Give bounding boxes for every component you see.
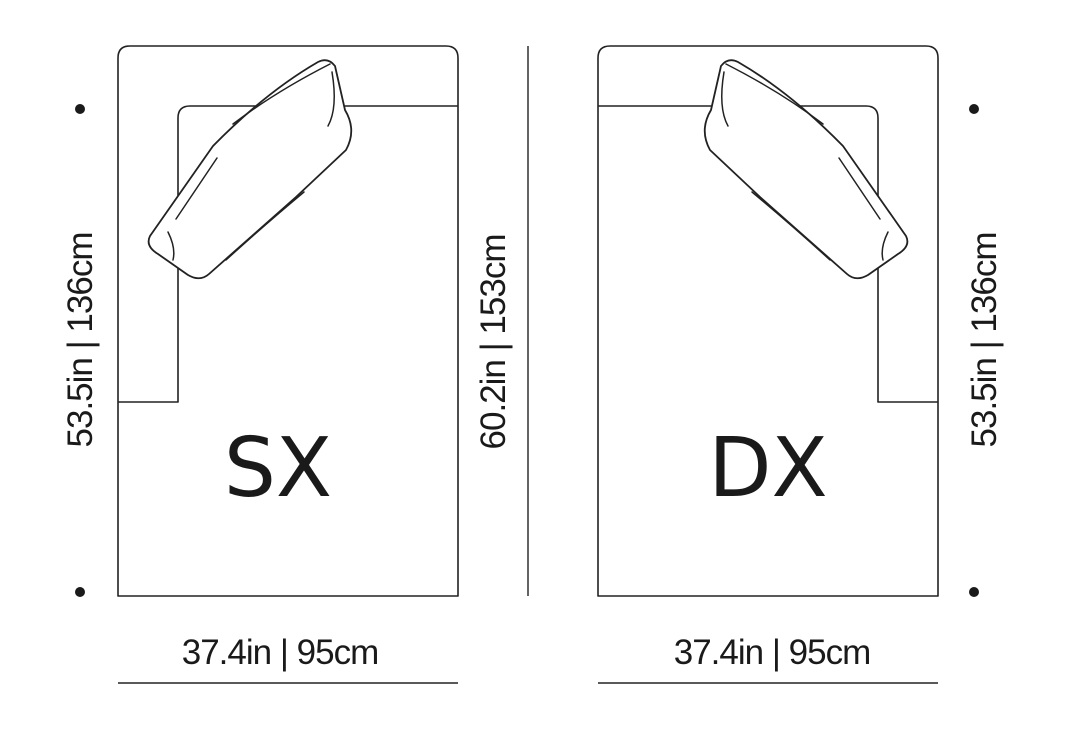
dx-depth-bottom-dot: [969, 587, 979, 597]
dx-width-dimension: 37.4in | 95cm: [674, 633, 871, 672]
overall-depth-group: 60.2in | 153cm: [474, 46, 529, 596]
dx-depth-top-dot: [969, 104, 979, 114]
module-sx: SX 37.4in | 95cm 53.5in | 136cm: [61, 45, 459, 684]
sx-module-label: SX: [224, 421, 332, 516]
overall-depth-dimension: 60.2in | 153cm: [474, 235, 513, 450]
sx-depth-top-dot: [75, 104, 85, 114]
sx-pillow-icon: [147, 59, 353, 280]
dx-backrest-outline: [598, 105, 938, 403]
dx-pillow-icon: [703, 59, 909, 280]
dx-depth-dimension: 53.5in | 136cm: [965, 233, 1004, 448]
module-dx: DX 37.4in | 95cm 53.5in | 136cm: [597, 45, 1004, 684]
sx-module-outline: [117, 45, 459, 597]
sx-backrest-outline: [118, 105, 458, 403]
sx-depth-bottom-dot: [75, 587, 85, 597]
dx-module-label: DX: [708, 421, 827, 516]
dx-module-outline: [597, 45, 939, 597]
sx-width-dimension: 37.4in | 95cm: [182, 633, 379, 672]
sx-depth-dimension: 53.5in | 136cm: [61, 233, 100, 448]
